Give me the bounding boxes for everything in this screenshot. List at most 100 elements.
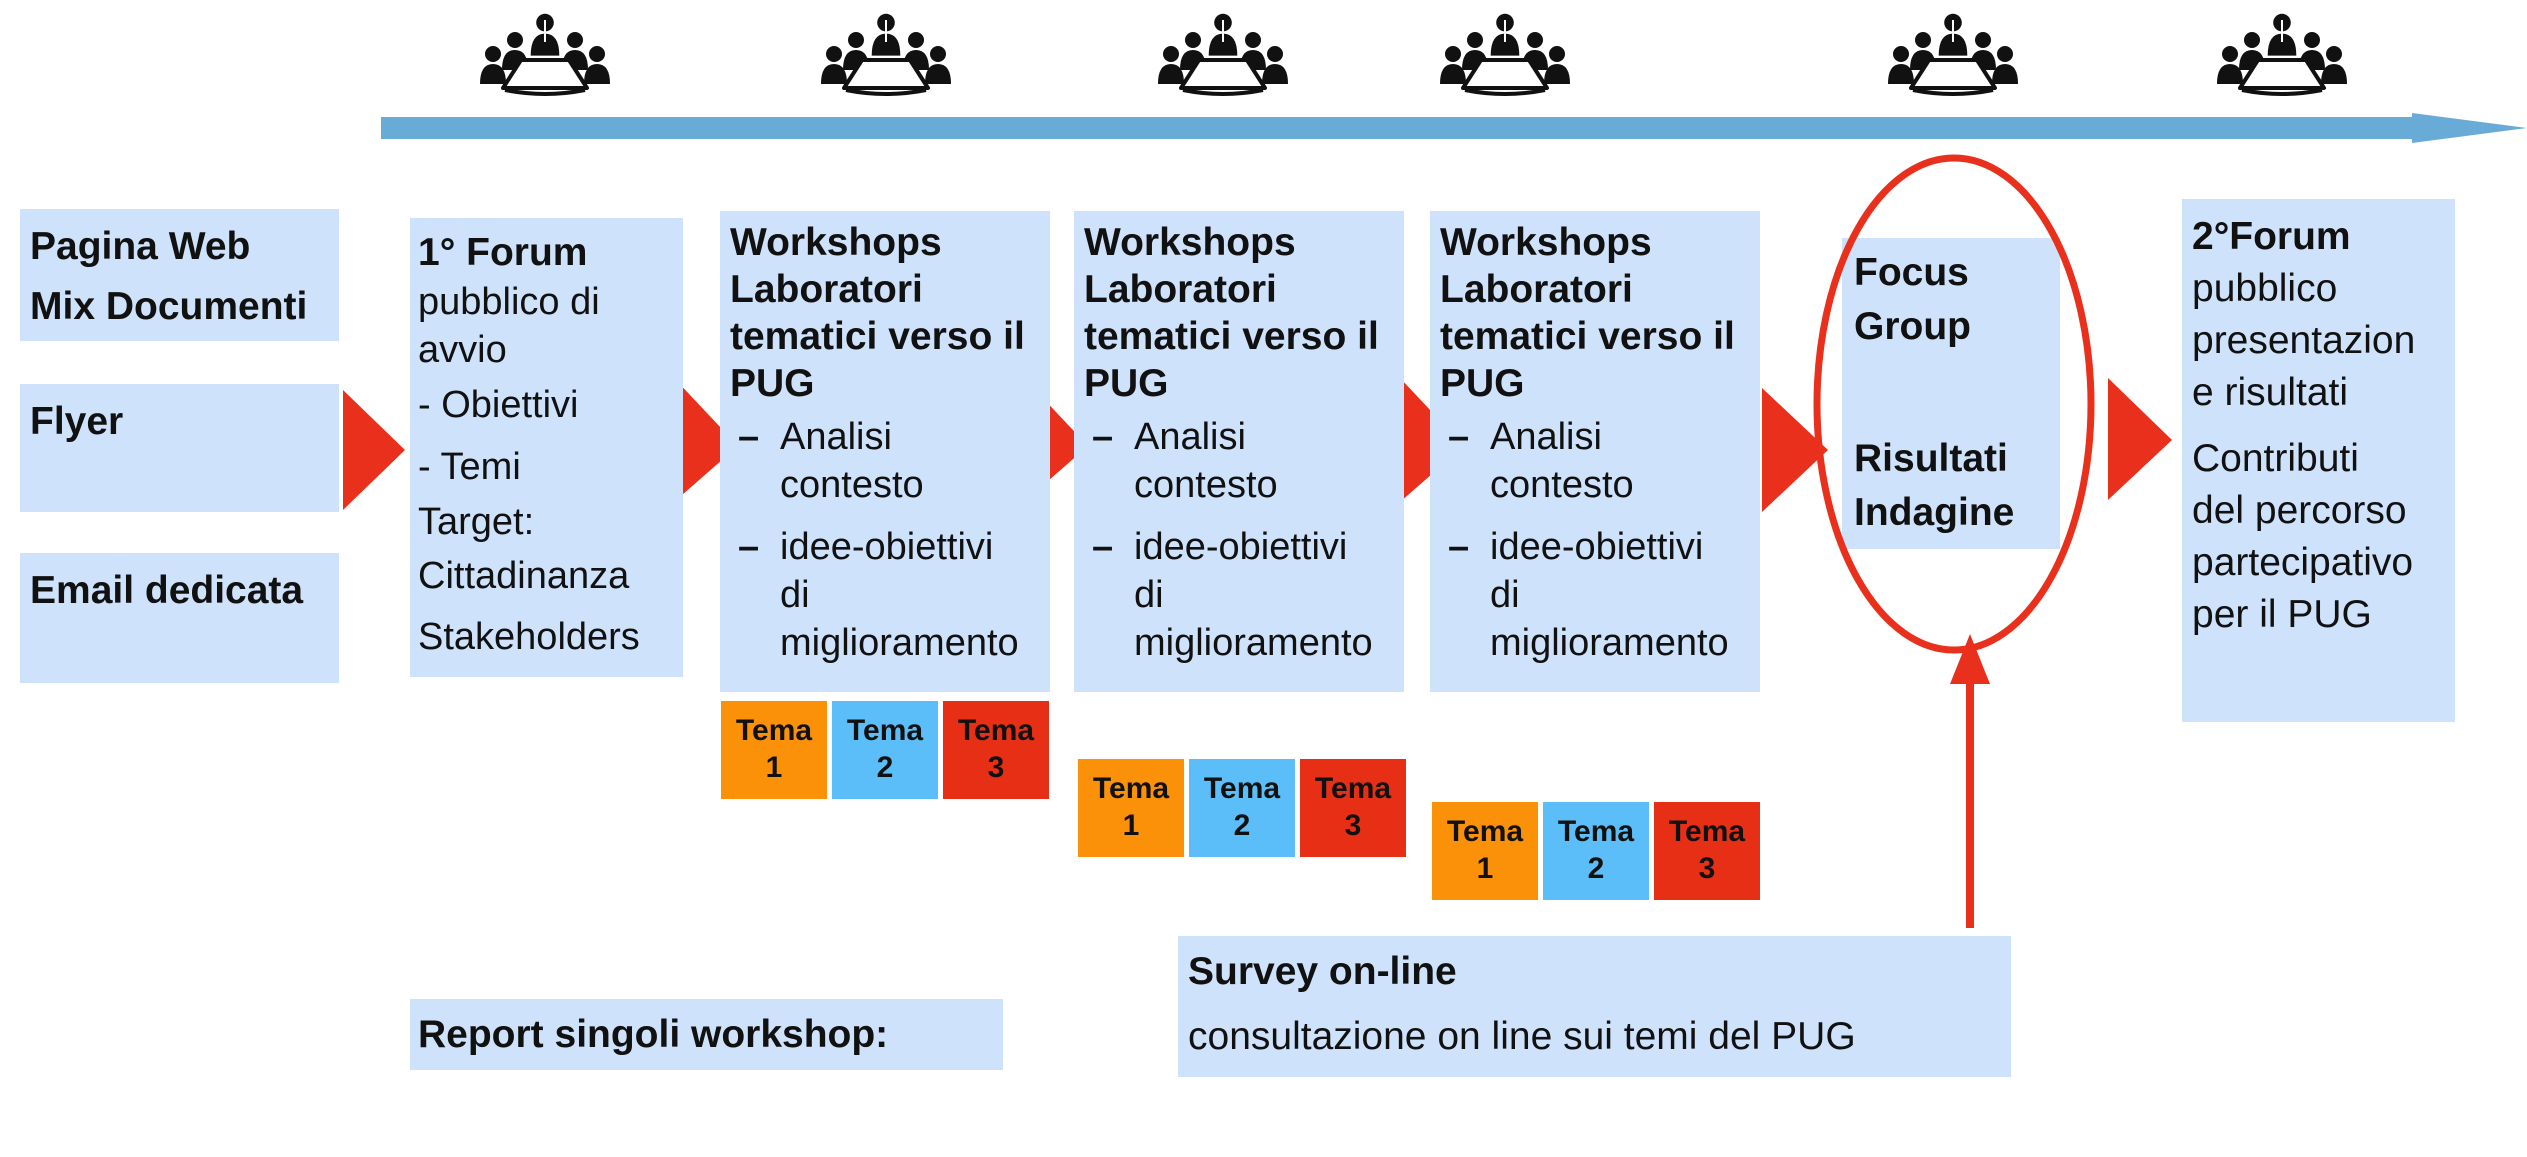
arrow-5 — [1762, 388, 1828, 512]
workshop-title-line: tematici verso il — [730, 315, 1025, 358]
tema-word: Tema — [1446, 815, 1524, 849]
workshop-item1-text: Analisi — [1134, 416, 1246, 458]
forum2-contrib-4: per il PUG — [2192, 593, 2372, 636]
forum2-subtitle-1: pubblico — [2192, 267, 2338, 310]
focus-group-box: Focus Group Risultati Indagine — [1842, 238, 2060, 549]
report-box: Report singoli workshop: — [410, 999, 1003, 1070]
meeting-table-icon — [1158, 13, 1288, 96]
workshop-item1-line: –Analisi — [1440, 413, 1760, 461]
arrow-6 — [2108, 378, 2172, 500]
survey-box: Survey on-line consultazione on line sui… — [1178, 936, 2011, 1077]
tema-word: Tema — [1203, 772, 1281, 806]
report-text: Report singoli workshop: — [418, 1013, 889, 1056]
workshop-item1-line: contesto — [1440, 461, 1760, 509]
dash-bullet: – — [1092, 416, 1114, 458]
workshop-item2-text: miglioramento — [1134, 622, 1373, 664]
tema-number: 1 — [1476, 852, 1494, 885]
meeting-table-icon — [1888, 13, 2018, 96]
tema-number: 3 — [987, 751, 1005, 784]
tema-number: 1 — [765, 751, 783, 784]
forum1-title: 1° Forum — [418, 231, 588, 274]
forum1-target-2: Stakeholders — [418, 616, 640, 658]
workshop-title-line: PUG — [1440, 362, 1525, 405]
workshop-item2-text: idee-obiettivi — [1134, 526, 1348, 568]
tema-word: Tema — [1668, 815, 1746, 849]
workshop-item2-text: idee-obiettivi — [1490, 526, 1704, 568]
workshop-title-line: Laboratori — [730, 268, 923, 311]
workshop-item2-line: –idee-obiettivi — [1440, 523, 1760, 571]
workshop-item1-text: Analisi — [1490, 416, 1602, 458]
dash-bullet: – — [1092, 526, 1114, 568]
focus-title-1: Focus — [1854, 251, 1969, 294]
forum1-target-label: Target: — [418, 501, 535, 543]
meeting-table-icon — [2217, 13, 2347, 96]
tema-number: 3 — [1698, 852, 1716, 885]
forum1-target-1: Cittadinanza — [418, 555, 630, 597]
forum2-contrib-1: Contributi — [2192, 437, 2359, 480]
workshop-item2-text: di — [1134, 574, 1164, 616]
tema-number: 2 — [1233, 809, 1251, 842]
channel-web-box: Pagina Web Mix Documenti — [20, 209, 339, 341]
workshop-item2-line: miglioramento — [730, 619, 1050, 667]
tema-number: 1 — [1122, 809, 1140, 842]
forum1-subtitle-2: avvio — [418, 329, 507, 371]
workshop-item2-line: miglioramento — [1084, 619, 1404, 667]
channel-web-line-1: Pagina Web — [30, 225, 251, 268]
tema-word: Tema — [1314, 772, 1392, 806]
meeting-table-icon — [1440, 13, 1570, 96]
workshop-title-line: Workshops — [730, 221, 942, 264]
forum2-contrib-3: partecipativo — [2192, 541, 2414, 584]
meeting-table-icon — [821, 13, 951, 96]
arrow-1 — [343, 390, 405, 510]
workshop-title-line: Laboratori — [1440, 268, 1633, 311]
forum2-box: 2°Forum pubblico presentazion e risultat… — [2182, 199, 2455, 722]
workshop-item1-line: –Analisi — [1084, 413, 1404, 461]
workshop-item2-text: miglioramento — [1490, 622, 1729, 664]
workshop-item2-line: di — [1084, 571, 1404, 619]
workshop-item2-line: –idee-obiettivi — [1084, 523, 1404, 571]
dash-bullet: – — [738, 526, 760, 568]
timeline-arrow — [381, 113, 2527, 143]
workshop-title-line: PUG — [730, 362, 815, 405]
workshop-item2-text: miglioramento — [780, 622, 1019, 664]
survey-text: consultazione on line sui temi del PUG — [1188, 1015, 1856, 1058]
forum1-subtitle-1: pubblico di — [418, 281, 600, 323]
tema-number: 2 — [876, 751, 894, 784]
workshop-item2-text: di — [1490, 574, 1520, 616]
workshop-item2-text: di — [780, 574, 810, 616]
tema-word: Tema — [957, 714, 1035, 748]
workshop-item1-text: contesto — [780, 464, 924, 506]
workshop-title-line: tematici verso il — [1440, 315, 1735, 358]
workshop-title-line: PUG — [1084, 362, 1169, 405]
workshop-item2-line: di — [730, 571, 1050, 619]
dash-bullet: – — [1448, 416, 1470, 458]
workshop-item1-text: Analisi — [780, 416, 892, 458]
tema-word: Tema — [735, 714, 813, 748]
channel-flyer-box: Flyer — [20, 384, 339, 512]
channel-web-line-2: Mix Documenti — [30, 285, 308, 328]
workshop-item1-line: contesto — [730, 461, 1050, 509]
channel-email-label: Email dedicata — [30, 569, 304, 612]
forum2-title: 2°Forum — [2192, 215, 2351, 258]
focus-title-2: Group — [1854, 305, 1971, 348]
tema-word: Tema — [1557, 815, 1635, 849]
forum1-item-2: - Temi — [418, 446, 521, 488]
workshop-item2-line: di — [1440, 571, 1760, 619]
dash-bullet: – — [738, 416, 760, 458]
workshop-title-line: tematici verso il — [1084, 315, 1379, 358]
focus-results-2: Indagine — [1854, 491, 2015, 534]
forum2-contrib-2: del percorso — [2192, 489, 2407, 532]
channel-email-box: Email dedicata — [20, 553, 339, 683]
meeting-table-icon — [480, 13, 610, 96]
workshop-title-line: Laboratori — [1084, 268, 1277, 311]
